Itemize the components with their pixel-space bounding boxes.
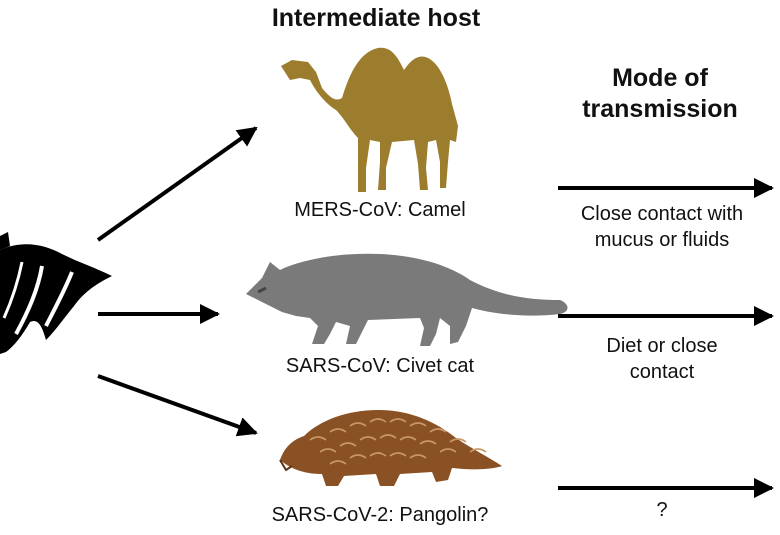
camel-icon — [281, 47, 458, 192]
arrow-to-pangolin — [97, 374, 258, 437]
bat-icon — [0, 232, 112, 354]
transmission-label-civet-line2: contact — [629, 361, 695, 383]
pangolin-icon — [279, 410, 502, 486]
host-label-pangolin: SARS-CoV-2: Pangolin? — [271, 504, 489, 526]
transmission-label-camel-line1: Close contact with — [580, 203, 744, 225]
transmission-arrows — [558, 178, 774, 498]
mode-of-transmission-header-line1: Mode of — [612, 64, 708, 92]
host-label-camel: MERS-CoV: Camel — [294, 199, 466, 221]
bat-to-hosts-arrows — [96, 126, 258, 437]
civet-icon — [246, 253, 568, 346]
intermediate-host-header: Intermediate host — [271, 4, 481, 32]
mode-of-transmission-header-line2: transmission — [582, 95, 738, 123]
transmission-label-civet-line1: Diet or close — [606, 335, 718, 357]
transmission-label-pangolin: ? — [656, 499, 668, 521]
transmission-label-camel-line2: mucus or fluids — [594, 229, 730, 251]
arrow-to-camel — [96, 126, 258, 242]
host-label-civet: SARS-CoV: Civet cat — [285, 355, 475, 377]
